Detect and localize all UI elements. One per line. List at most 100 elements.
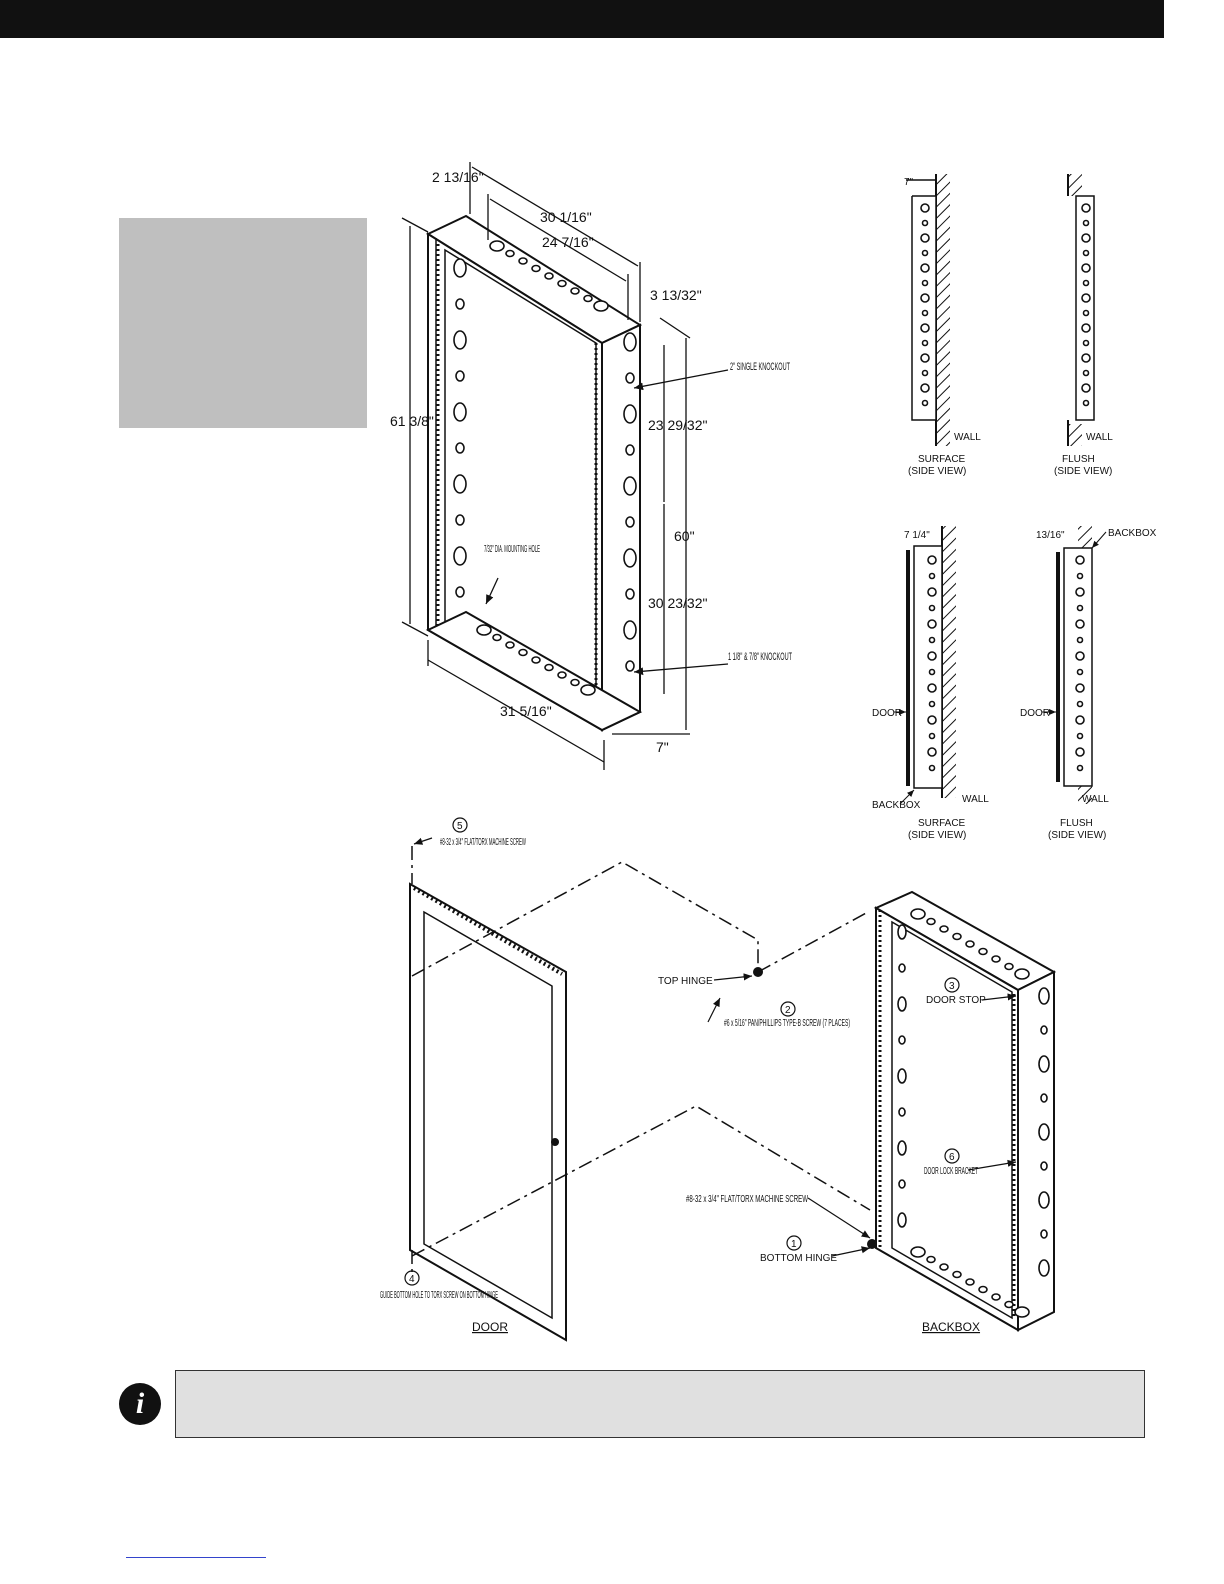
wall-label-3: WALL <box>962 794 989 805</box>
knockout-hole <box>505 249 515 258</box>
knockout-hole <box>1040 1229 1048 1239</box>
dim-overall-width: 30 1/16" <box>540 209 592 225</box>
side-knockout <box>921 309 929 317</box>
side-knockout <box>1076 668 1084 676</box>
knockout-hole <box>625 660 635 672</box>
backbox-label-2: BACKBOX <box>1108 528 1157 539</box>
bottom-screw-text: #8-32 x 3/4" FLAT/TORX MACHINE SCREW <box>686 1194 808 1205</box>
side-knockout <box>928 668 936 676</box>
knockout-hole <box>991 1293 1001 1301</box>
knockout-hole <box>455 442 465 454</box>
knockout-hole <box>965 1278 975 1286</box>
side-view-surface-top <box>906 174 950 446</box>
knockout-hole <box>623 548 637 568</box>
side-knockout <box>1081 293 1091 303</box>
item-2-text: #6 x 5/16" PAN/PHILLIPS TYPE-B SCREW (7 … <box>724 1018 850 1029</box>
item-1-text: BOTTOM HINGE <box>760 1253 837 1264</box>
knockout-hole <box>898 1035 906 1045</box>
side-knockout <box>1076 572 1084 580</box>
side-knockout <box>920 203 930 213</box>
side-knockout <box>1076 604 1084 612</box>
side-knockout <box>927 683 937 693</box>
callout-dual-knockout: 1 1/8" & 7/8" KNOCKOUT <box>728 651 792 663</box>
dim-top-depth: 2 13/16" <box>432 169 484 185</box>
knockout-hole <box>544 272 554 280</box>
knockout-hole <box>897 924 907 940</box>
side-knockout <box>1081 263 1091 273</box>
top-view-dimension-labels: 2 13/16" 30 1/16" 24 7/16" 3 13/32" 61 3… <box>390 169 707 755</box>
side-knockout <box>1081 233 1091 243</box>
knockout-hole <box>455 370 465 382</box>
side-knockout <box>1076 700 1084 708</box>
side-knockout <box>1076 732 1084 740</box>
knockout-hole <box>583 294 593 303</box>
knockout-hole <box>453 546 467 566</box>
callout-mounting-hole: 7/32" DIA. MOUNTING HOLE <box>484 544 540 555</box>
flush-label-1: FLUSH <box>1062 454 1095 465</box>
wall-label-1: WALL <box>954 432 981 443</box>
knockout-hole <box>625 444 635 456</box>
dim-right-offset: 3 13/32" <box>650 287 702 303</box>
phantom-lines <box>411 846 871 1272</box>
surface-label-1: SURFACE <box>918 454 966 465</box>
knockout-hole <box>489 240 505 252</box>
side-knockout <box>928 636 936 644</box>
knockout-hole <box>926 917 936 926</box>
knockout-hole <box>455 298 465 310</box>
side-knockout <box>920 323 930 333</box>
dim-7-surface: 7" <box>904 177 914 188</box>
knockout-hole <box>898 1107 906 1117</box>
item-4-text: GUIDE BOTTOM HOLE TO TORX SCREW ON BOTTO… <box>380 1290 498 1301</box>
side-knockout <box>1081 353 1091 363</box>
side-view-knockouts <box>920 203 1091 772</box>
dim-13-16: 13/16" <box>1036 530 1065 541</box>
side-knockout <box>1081 203 1091 213</box>
dim-upper-section: 23 29/32" <box>648 417 707 433</box>
side-view-leaders <box>894 531 1107 805</box>
assembly-labels: 5 #8-32 x 3/4" FLAT/TORX MACHINE SCREW T… <box>380 817 986 1334</box>
dimension-lines <box>401 162 691 770</box>
callout-single-knockout: 2" SINGLE KNOCKOUT <box>730 361 790 373</box>
knockout-hole <box>557 279 567 288</box>
side-knockout <box>927 651 937 661</box>
side-knockout <box>921 279 929 287</box>
knockout-hole <box>625 372 635 384</box>
knockout-hole <box>492 633 502 642</box>
dim-hole-spacing: 24 7/16" <box>542 234 594 250</box>
door-panel <box>409 882 567 1342</box>
item-2-number: 2 <box>785 1005 791 1016</box>
side-view-surface-bottom <box>906 526 956 798</box>
header-bar <box>0 0 1164 38</box>
knockout-hole <box>897 1212 907 1228</box>
knockout-hole <box>939 925 949 933</box>
side-view-label-4: (SIDE VIEW) <box>1048 830 1106 841</box>
knockout-hole <box>570 678 580 687</box>
side-knockout <box>1082 339 1090 347</box>
backbox-caption: BACKBOX <box>922 1320 980 1334</box>
knockout-hole <box>952 932 962 941</box>
side-knockout <box>1076 764 1084 772</box>
knockout-hole <box>580 684 596 696</box>
side-view-label-1: (SIDE VIEW) <box>908 466 966 477</box>
footer-link-underline <box>126 1557 266 1558</box>
side-knockout <box>1082 309 1090 317</box>
side-knockout <box>1082 249 1090 257</box>
backbox-label-1: BACKBOX <box>872 800 921 811</box>
knockout-hole <box>531 264 541 273</box>
side-knockout <box>1075 619 1085 629</box>
backbox-isometric-view <box>425 214 643 732</box>
item-3-number: 3 <box>949 981 955 992</box>
knockout-hole <box>625 516 635 528</box>
knockout-hole <box>1040 1025 1048 1035</box>
bottom-lip <box>425 610 643 732</box>
knockout-hole <box>897 996 907 1012</box>
knockout-hole <box>1040 1161 1048 1171</box>
dim-7-1-4: 7 1/4" <box>904 530 930 541</box>
wall-label-4: WALL <box>1082 794 1109 805</box>
callout-text: 2" SINGLE KNOCKOUT 1 1/8" & 7/8" KNOCKOU… <box>484 361 792 663</box>
knockout-hole <box>1038 1055 1050 1073</box>
knockout-hole <box>455 514 465 526</box>
side-knockout <box>920 263 930 273</box>
side-knockout <box>927 555 937 565</box>
top-hinge-marker <box>753 967 763 977</box>
